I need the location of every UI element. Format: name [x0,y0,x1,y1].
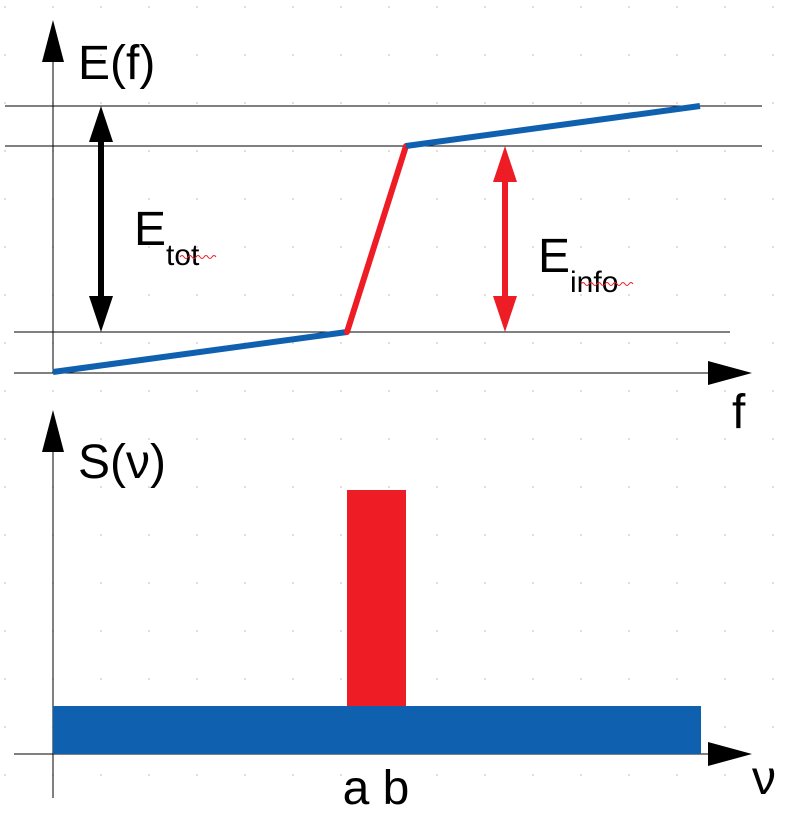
band-edge-labels: a b [343,762,410,813]
top-x-axis-label: f [732,386,746,439]
bottom-y-axis-label: S(ν) [78,436,166,489]
top-y-axis-label: E(f) [78,37,155,90]
energy-curve-low-segment [52,329,348,375]
energy-curve-step-segment [344,143,409,335]
e-tot-arrow-up-icon [89,106,113,142]
bottom-x-axis-label: ν [752,752,776,805]
e-info-label-main: E [538,230,570,283]
e-info-spellcheck-underline [580,282,634,286]
e-info-label: Einfo [538,230,618,299]
e-info-label-sub: info [570,266,618,299]
bottom-plot: S(ν) ν a b [14,410,776,813]
e-info-arrow-down-icon [493,296,517,332]
bottom-y-axis-arrow-icon [42,410,64,452]
top-plot: E(f) f Etot Einfo [5,20,762,439]
energy-curve-high-segment [405,103,701,149]
top-y-axis-arrow-icon [42,20,64,62]
e-tot-label-main: E [134,203,166,256]
narrowband-peak-bar [347,490,406,706]
e-tot-label: Etot [134,203,200,272]
e-info-arrow-up-icon [493,146,517,182]
top-x-axis-arrow-icon [708,361,752,385]
e-tot-spellcheck-underline [179,255,217,259]
e-tot-arrow-down-icon [89,296,113,332]
bottom-x-axis-arrow-icon [708,742,752,766]
broadband-spectrum-bar [53,706,701,754]
